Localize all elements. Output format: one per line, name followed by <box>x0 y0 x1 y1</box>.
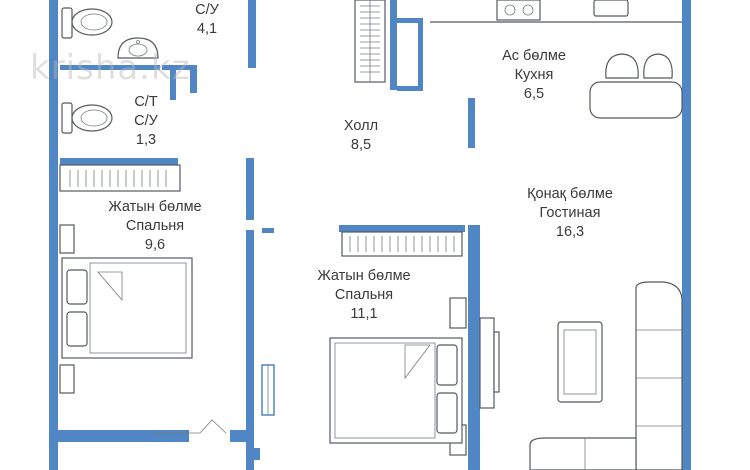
windows <box>261 364 275 416</box>
living-furniture <box>479 281 683 470</box>
bath-fixtures <box>61 7 159 134</box>
bedroom1-furniture <box>59 164 227 434</box>
bedroom2-furniture <box>329 231 467 456</box>
walls <box>49 0 691 470</box>
hall-wardrobe <box>354 0 386 83</box>
watermark: krisha.kz <box>30 48 191 88</box>
kitchen-furniture <box>430 0 683 119</box>
